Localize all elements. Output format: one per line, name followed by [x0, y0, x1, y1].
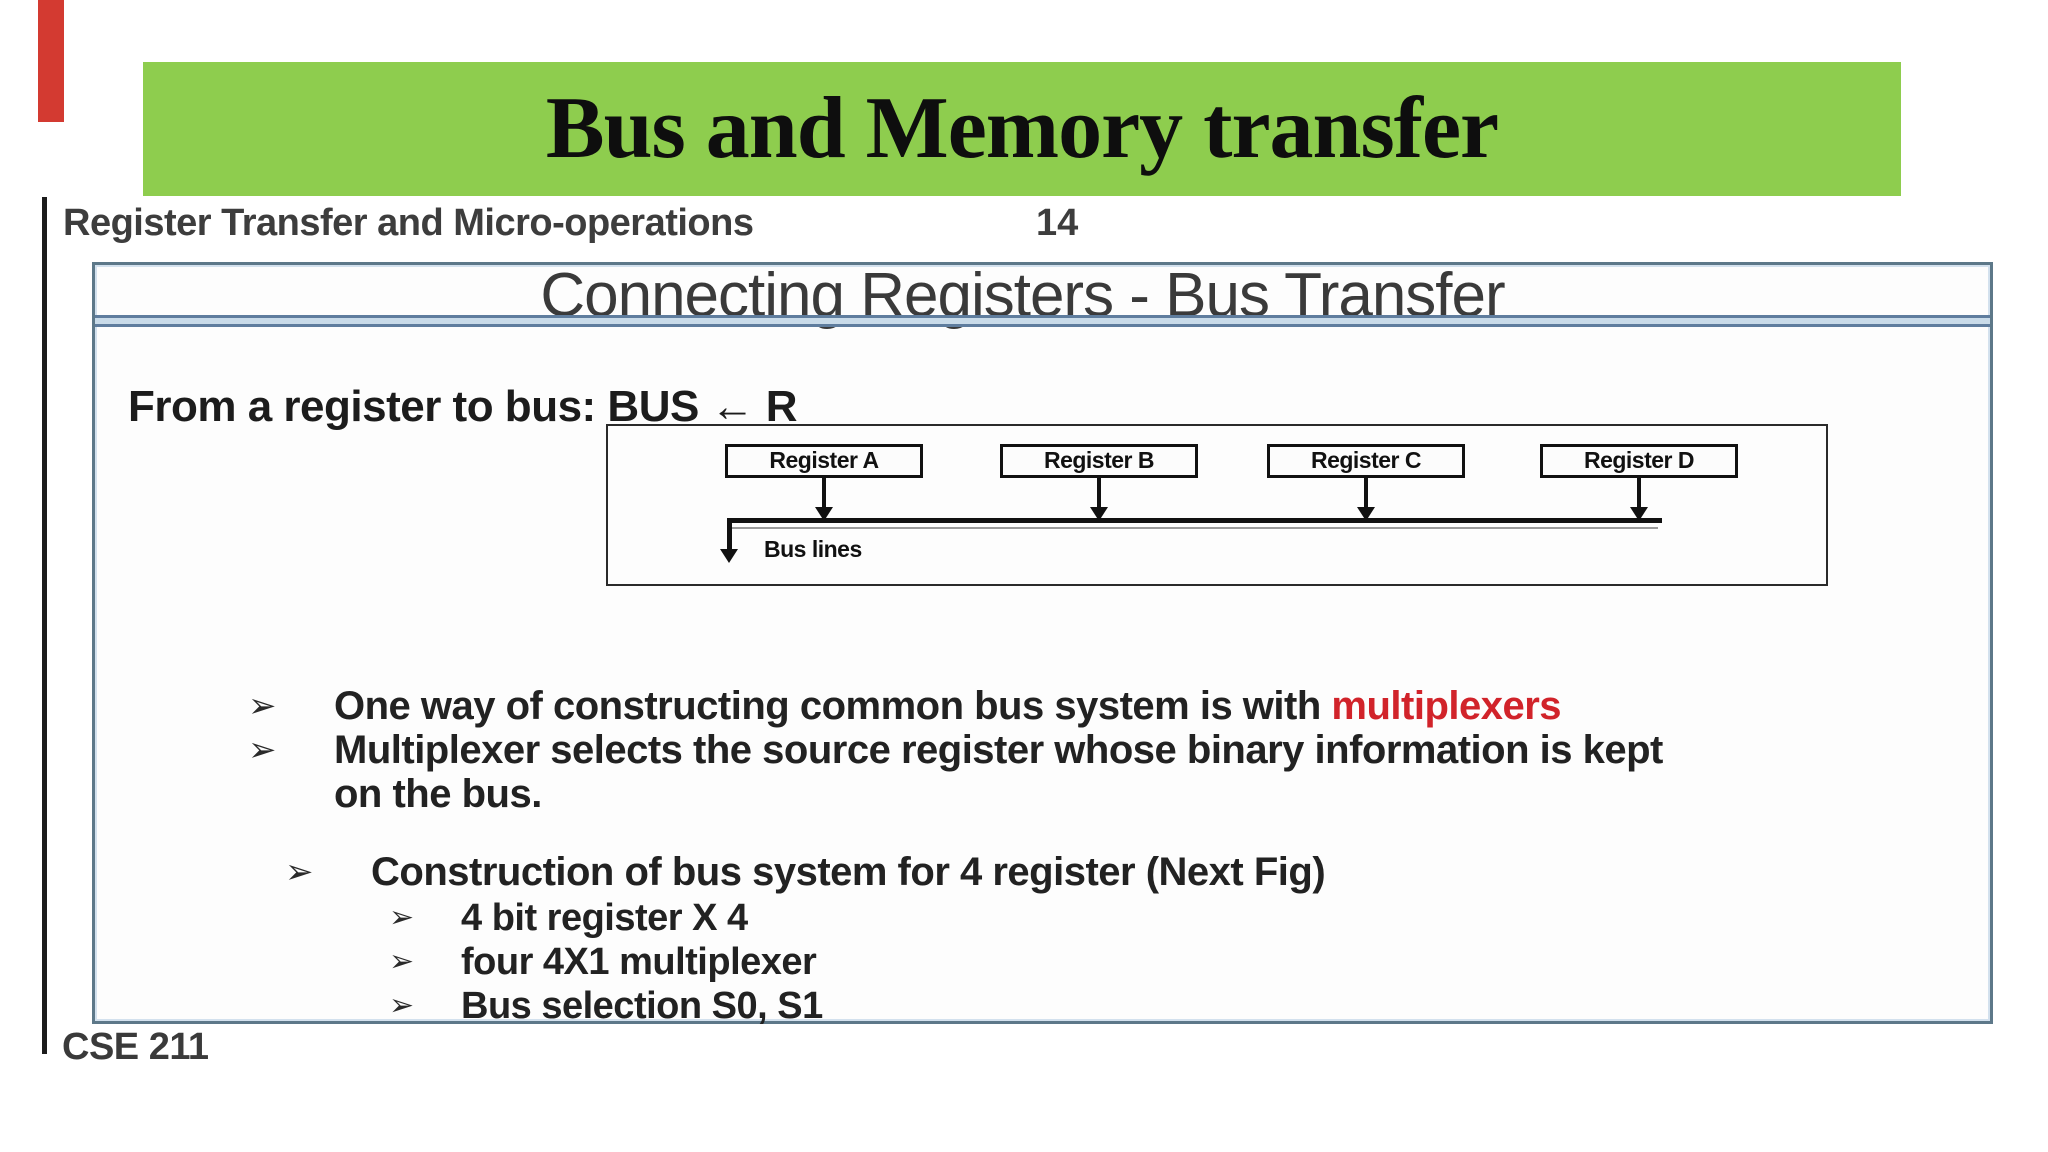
bullet-arrow-icon: ➢	[389, 945, 414, 978]
register-d-arrowhead-icon	[1630, 507, 1648, 521]
bus-lines-label: Bus lines	[764, 536, 862, 562]
bus-line-shadow	[732, 527, 1658, 529]
bullet-mux-selects: ➢ Multiplexer selects the source registe…	[248, 728, 1748, 816]
bus-arrowhead-icon	[720, 549, 738, 563]
bus-horizontal-line	[727, 518, 1662, 523]
bullet-text-highlight: multiplexers	[1331, 684, 1562, 728]
register-a-arrow-line	[822, 478, 826, 508]
bullet-arrow-icon: ➢	[248, 687, 277, 725]
slide-content-box	[92, 262, 1993, 1024]
register-b-box: Register B	[1000, 444, 1198, 478]
bullet-multiplexers: ➢ One way of constructing common bus sys…	[248, 684, 1748, 728]
bullet-text: Construction of bus system for 4 registe…	[371, 850, 1326, 894]
subbullet-selection: ➢ Bus selection S0, S1	[389, 986, 1748, 1026]
left-margin-rule	[42, 197, 47, 1054]
bullet-text-plain: One way of constructing common bus syste…	[334, 684, 1332, 728]
register-c-arrow-line	[1364, 478, 1368, 508]
bullet-arrow-icon: ➢	[389, 989, 414, 1022]
subbullet-multiplexer: ➢ four 4X1 multiplexer	[389, 942, 1748, 982]
lead-statement: From a register to bus: BUS ← R	[128, 382, 798, 431]
subbullet-text: 4 bit register X 4	[461, 897, 748, 939]
bullet-text: One way of constructing common bus syste…	[334, 684, 1562, 728]
bullet-arrow-icon: ➢	[389, 901, 414, 934]
register-d-box: Register D	[1540, 444, 1738, 478]
bus-elbow-line	[727, 518, 732, 550]
bullet-construction: ➢ Construction of bus system for 4 regis…	[285, 850, 1748, 894]
chapter-header: Register Transfer and Micro-operations	[63, 202, 754, 244]
subbullet-text: Bus selection S0, S1	[461, 985, 823, 1027]
bullet-arrow-icon: ➢	[248, 731, 277, 769]
bullet-arrow-icon: ➢	[285, 853, 314, 891]
title-separator-line	[95, 315, 1990, 327]
register-c-arrowhead-icon	[1357, 507, 1375, 521]
register-d-arrow-line	[1637, 478, 1641, 508]
lecture-title-banner: Bus and Memory transfer	[143, 62, 1901, 196]
red-corner-mark	[38, 0, 64, 122]
subbullet-registers: ➢ 4 bit register X 4	[389, 898, 1748, 938]
register-a-box: Register A	[725, 444, 923, 478]
lecture-title: Bus and Memory transfer	[545, 80, 1499, 177]
subbullet-text: four 4X1 multiplexer	[461, 941, 817, 983]
register-b-arrowhead-icon	[1090, 507, 1108, 521]
course-code: CSE 211	[62, 1026, 209, 1068]
page-number: 14	[1036, 202, 1079, 244]
register-a-arrowhead-icon	[815, 507, 833, 521]
bullet-text: Multiplexer selects the source register …	[334, 728, 1663, 816]
register-b-arrow-line	[1097, 478, 1101, 508]
bullet-list: ➢ One way of constructing common bus sys…	[248, 684, 1748, 1026]
register-c-box: Register C	[1267, 444, 1465, 478]
